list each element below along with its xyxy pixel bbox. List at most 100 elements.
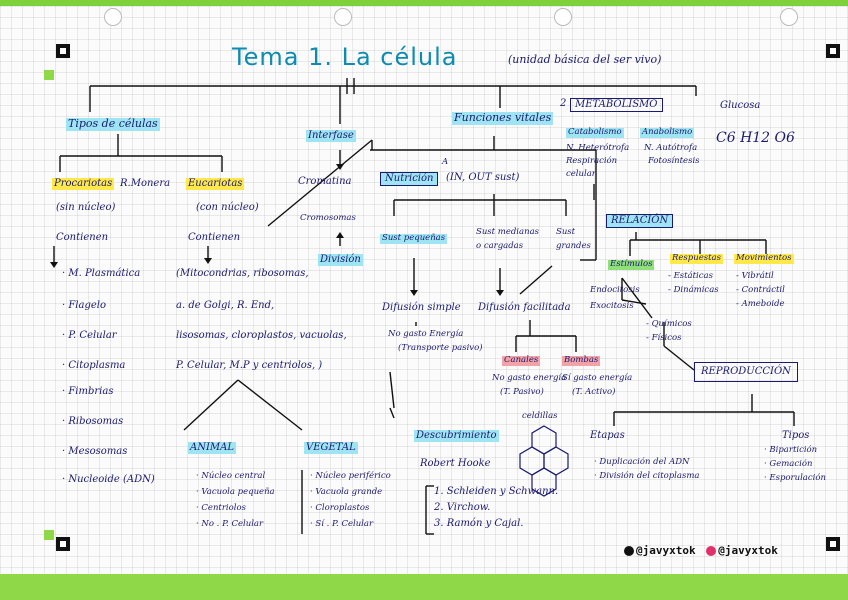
etapa-item: · Duplicación del ADN [594,457,690,467]
division-label: División [318,254,363,266]
interfase-heading: Interfase [306,130,356,142]
bombas-note: Sí gasto energía [562,373,633,383]
contienen-left: Contienen [56,232,109,243]
social-footer: @javyxtok @javyxtok [624,544,778,557]
list-item: · Citoplasma [62,360,126,371]
quimicos-label: - Químicos [646,319,692,329]
catabolismo-label: Catabolismo [566,127,624,138]
bombas-label: Bombas [562,355,601,366]
ana-item: Fotosíntesis [648,156,700,166]
list-item: · Cloroplastos [310,503,370,513]
green-tab-marker [44,530,54,540]
green-tab-marker [44,70,54,80]
metabolismo-heading: METABOLISMO [570,98,663,112]
fisicos-label: - Físicos [646,333,682,343]
nutricion-number: A [442,157,449,167]
list-item: · Núcleo periférico [310,471,391,481]
tipo-item: · Esporulación [764,473,826,483]
page-title: Tema 1. La célula [232,43,458,71]
list-item: · Núcleo central [196,471,266,481]
corner-marker-icon [56,44,70,58]
nutricion-heading: Nutrición [380,172,439,186]
corner-marker-icon [826,537,840,551]
binder-hole [554,8,572,26]
tipo-item: · Gemación [764,459,813,469]
eucariota-organelles: P. Celular, M.P y centriolos, ) [176,360,323,371]
cat-item: Respiración [566,156,618,166]
movimiento-item: - Ameboide [736,299,785,309]
list-item: · Fimbrias [62,386,114,397]
eucariota-organelles: (Mitocondrias, ribosomas, [176,268,309,279]
movimiento-item: - Contráctil [736,285,785,295]
transporte-pasivo: (Transporte pasivo) [398,343,483,353]
page-subtitle: (unidad básica del ser vivo) [508,53,662,66]
tipo-item: · Bipartición [764,445,818,455]
list-item: · Mesosomas [62,446,128,457]
etapas-label: Etapas [590,430,625,441]
celdillas-label: celdillas [522,411,558,421]
no-gasto-energia: No gasto Energía [388,329,464,339]
list-item: · Centriolos [196,503,246,513]
respuesta-item: - Estáticas [668,271,713,281]
exocitosis-label: Exocitosis [590,301,634,311]
eucariota-organelles: lisosomas, cloroplastos, vacuolas, [176,330,347,341]
movimiento-item: - Vibrátil [736,271,774,281]
sust-grandes: Sust [556,227,576,237]
cromosomas-label: Cromosomas [300,213,356,223]
list-item: · No . P. Celular [196,519,264,529]
tiktok-handle[interactable]: @javyxtok [636,544,696,557]
list-item: · Nucleoide (ADN) [62,474,155,485]
list-item: · M. Plasmática [62,268,141,279]
sust-pequenas: Sust pequeñas [380,233,448,244]
relacion-heading: RELACIÓN [606,214,674,228]
anabolismo-label: Anabolismo [640,127,695,138]
tiktok-icon [624,546,634,556]
bombas-note: (T. Activo) [572,387,616,397]
etapa-item: · División del citoplasma [594,471,700,481]
binder-hole [334,8,352,26]
sust-medianas: o cargadas [476,241,524,251]
list-item: · Flagelo [62,300,106,311]
list-item: · Sí . P. Celular [310,519,374,529]
sust-medianas: Sust medianas [476,227,539,237]
reproduccion-heading: REPRODUCCIÓN [694,362,798,382]
list-item: · Vacuola grande [310,487,383,497]
scientist-item: 2. Virchow. [434,502,491,513]
vegetal-heading: VEGETAL [304,442,358,454]
cat-item: N. Heterótrofa [566,143,630,153]
list-item: · Ribosomas [62,416,124,427]
respuesta-item: - Dinámicas [668,285,719,295]
eucariota-organelles: a. de Golgi, R. End, [176,300,275,311]
top-green-band [0,0,848,6]
cat-item: celular [566,169,596,179]
list-item: · Vacuola pequeña [196,487,275,497]
difusion-simple: Difusión simple [382,302,461,313]
canales-note: No gasto energía [492,373,567,383]
glucosa-label: Glucosa [720,100,761,111]
metabolismo-number: 2 [560,98,567,109]
contienen-right: Contienen [188,232,241,243]
robert-hooke: Robert Hooke [420,458,491,469]
cromatina-label: Cromatina [298,176,352,187]
sin-nucleo-note: (sin núcleo) [56,202,116,213]
movimientos-label: Movimientos [734,253,794,264]
con-nucleo-note: (con núcleo) [196,202,259,213]
nutricion-note: (IN, OUT sust) [446,172,520,183]
animal-heading: ANIMAL [188,442,237,454]
tipos-label: Tipos [782,430,810,441]
instagram-icon [706,546,717,556]
binder-hole [104,8,122,26]
ana-item: N. Autótrofa [644,143,698,153]
estimulos-label: Estímulos [608,259,655,270]
sust-grandes: grandes [556,241,591,251]
canales-label: Canales [502,355,541,366]
difusion-facilitada: Difusión facilitada [478,302,571,313]
funciones-heading: Funciones vitales [452,111,554,125]
eucariotas-label: Eucariotas [186,178,245,190]
glucosa-formula: C6 H12 O6 [716,130,795,146]
respuestas-label: Respuestas [670,253,723,264]
corner-marker-icon [826,44,840,58]
endocitosis-label: Endocitosis [590,285,640,295]
scientist-item: 1. Schleiden y Schwann. [434,486,559,497]
instagram-handle[interactable]: @javyxtok [718,544,778,557]
